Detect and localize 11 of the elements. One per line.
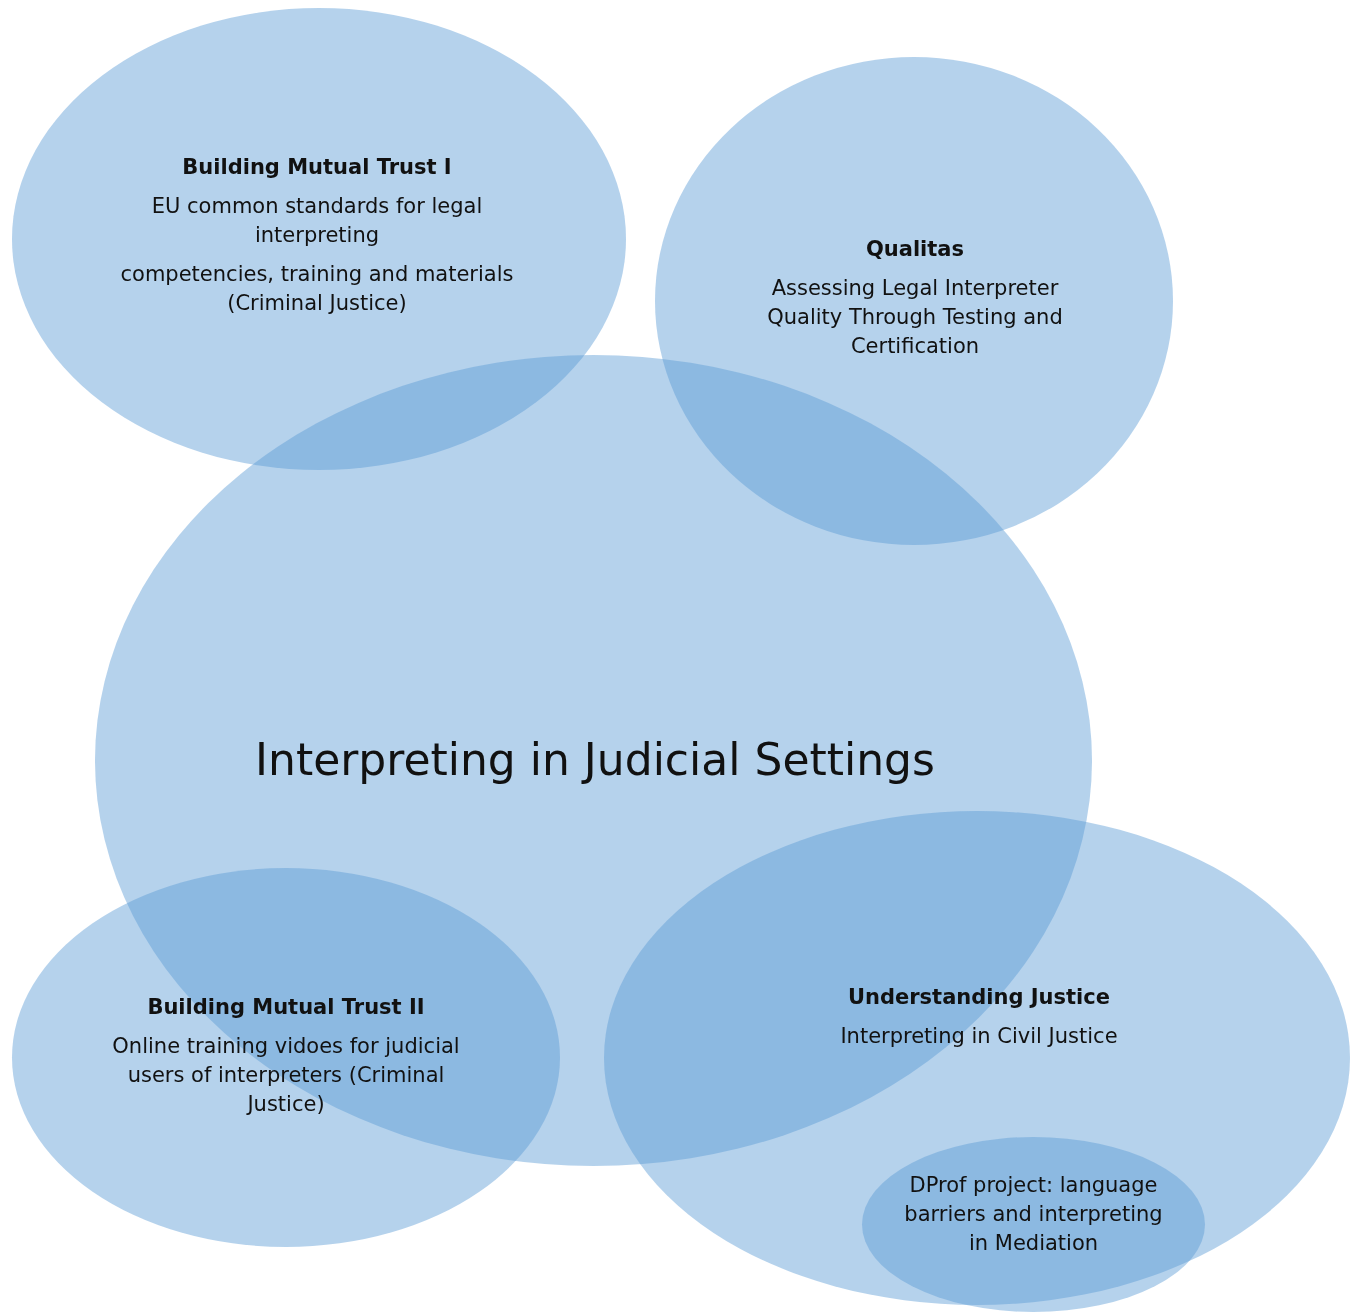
project-description: Interpreting in Civil Justice <box>839 1023 1119 1050</box>
project-title: Building Mutual Trust I <box>181 154 453 181</box>
project-description: competencies, training and materials (Criminal Justice) <box>119 261 515 317</box>
project-description: DProf project: language barriers and interpreting in Mediation <box>903 1172 1164 1257</box>
project-title: Understanding Justice <box>847 984 1111 1011</box>
project-description: Assessing Legal Interpreter Quality Through Testing and Certification <box>766 275 1064 360</box>
central-topic: Interpreting in Judicial Settings <box>254 733 936 787</box>
project-description: EU common standards for legal interpreting <box>150 193 484 249</box>
project-title: Qualitas <box>864 236 966 263</box>
project-description: Online training vidoes for judicial users of interpreters (Criminal Justice) <box>111 1033 461 1118</box>
project-title: Building Mutual Trust II <box>146 994 426 1021</box>
